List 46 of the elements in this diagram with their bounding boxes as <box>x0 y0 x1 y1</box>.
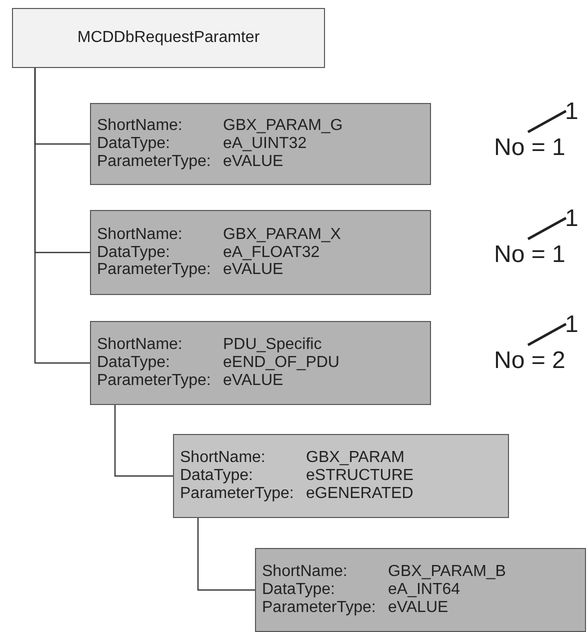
attribute-name: DataType: <box>97 354 171 372</box>
attribute-value: PDU_Specific <box>223 336 323 354</box>
parameter-box <box>90 321 431 405</box>
connector-line <box>34 68 90 364</box>
class-name: MCDDbRequestParamter <box>77 29 260 47</box>
attribute-value: eA_FLOAT32 <box>223 244 321 262</box>
attribute-value: eA_UINT32 <box>223 135 308 153</box>
parameter-box <box>255 548 586 632</box>
attribute-value: eA_INT64 <box>388 581 462 599</box>
fraction-numerator: 1 <box>565 207 578 231</box>
attribute-value: eGENERATED <box>306 484 414 503</box>
attribute-value: eVALUE <box>223 372 284 390</box>
attribute-value: eSTRUCTURE <box>306 467 415 485</box>
attribute-value: eVALUE <box>223 261 284 280</box>
attribute-name: DataType: <box>97 135 171 153</box>
fraction-denominator: No = 1 <box>494 136 566 160</box>
class-box <box>12 8 325 68</box>
parameter-box <box>90 210 431 295</box>
parameter-box <box>173 434 509 518</box>
attribute-name: DataType: <box>97 244 171 262</box>
fraction-denominator: No = 1 <box>494 243 566 267</box>
fraction-numerator: 1 <box>565 100 578 124</box>
attribute-name: ShortName: <box>97 226 184 244</box>
attribute-name: DataType: <box>262 581 336 599</box>
attribute-name: ShortName: <box>180 449 266 468</box>
connector-line <box>197 518 255 591</box>
attribute-value: eVALUE <box>223 152 284 171</box>
attribute-value: GBX_PARAM_B <box>388 563 507 582</box>
attribute-name: ParameterType: <box>97 152 212 171</box>
attribute-value: eEND_OF_PDU <box>223 354 340 372</box>
attribute-name: ParameterType: <box>97 372 212 390</box>
attribute-name: ParameterType: <box>97 261 212 280</box>
parameter-box <box>90 103 431 185</box>
fraction-denominator: No = 2 <box>494 349 566 373</box>
attribute-value: GBX_PARAM_X <box>223 226 342 244</box>
attribute-name: ParameterType: <box>262 598 377 617</box>
attribute-value: GBX_PARAM <box>306 449 406 468</box>
attribute-name: DataType: <box>180 467 254 485</box>
fraction-numerator: 1 <box>565 313 578 337</box>
attribute-name: ParameterType: <box>180 484 295 503</box>
attribute-value: eVALUE <box>388 598 450 617</box>
connector-line <box>114 405 173 477</box>
attribute-name: ShortName: <box>97 117 184 136</box>
attribute-name: ShortName: <box>262 563 348 582</box>
attribute-value: GBX_PARAM_G <box>223 117 344 136</box>
attribute-name: ShortName: <box>97 336 184 354</box>
